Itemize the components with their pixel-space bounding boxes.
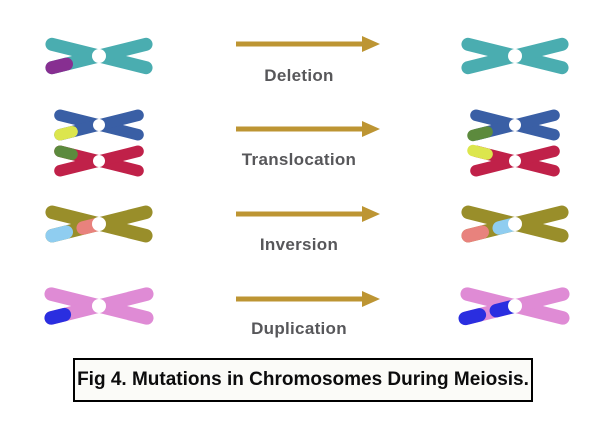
band-segment-translocation-left-2 bbox=[54, 145, 78, 161]
chromosome-deletion-left bbox=[45, 37, 153, 75]
centromere-translocation-right-1 bbox=[509, 119, 521, 131]
arrow-translocation bbox=[236, 121, 380, 137]
band-segment-inversion-left bbox=[45, 225, 74, 243]
centromere-translocation-left-1 bbox=[93, 119, 105, 131]
arrow-deletion bbox=[236, 36, 380, 52]
centromere-deletion-left bbox=[92, 49, 106, 63]
arrow-duplication bbox=[236, 291, 380, 307]
chromosome-translocation-right-1 bbox=[467, 109, 560, 142]
centromere-deletion-right bbox=[508, 49, 522, 63]
chromosome-duplication-right bbox=[458, 287, 570, 326]
chromosome-inversion-left bbox=[45, 205, 153, 243]
band-segment-inversion-right bbox=[461, 225, 490, 243]
centromere-translocation-left-2 bbox=[93, 155, 105, 167]
row-label-inversion: Inversion bbox=[259, 235, 339, 254]
chromosome-inversion-right bbox=[461, 205, 569, 243]
chromosome-duplication-left bbox=[44, 287, 154, 325]
band-segment-deletion-left bbox=[45, 57, 73, 75]
centromere-duplication-left bbox=[92, 299, 106, 313]
figure-caption: Fig 4. Mutations in Chromosomes During M… bbox=[77, 369, 529, 390]
band-segment-duplication-right bbox=[458, 308, 487, 326]
row-label-duplication: Duplication bbox=[251, 319, 347, 338]
centromere-inversion-left bbox=[92, 217, 106, 231]
row-label-deletion: Deletion bbox=[264, 66, 334, 85]
centromere-duplication-right bbox=[508, 299, 522, 313]
band-segment-translocation-right-1 bbox=[467, 126, 493, 142]
row-label-translocation: Translocation bbox=[241, 150, 357, 169]
figure-caption-box: Fig 4. Mutations in Chromosomes During M… bbox=[73, 358, 533, 402]
chromosome-translocation-right-2 bbox=[467, 144, 560, 177]
arrow-inversion bbox=[236, 206, 380, 222]
band-segment-translocation-left-1 bbox=[54, 125, 78, 141]
centromere-inversion-right bbox=[508, 217, 522, 231]
chromosome-deletion-right bbox=[461, 37, 569, 75]
band-segment-translocation-right-2 bbox=[467, 144, 493, 160]
chromosome-translocation-left-1 bbox=[54, 109, 144, 141]
chromosome-translocation-left-2 bbox=[54, 145, 144, 177]
band-segment-duplication-left bbox=[44, 307, 72, 325]
centromere-translocation-right-2 bbox=[509, 155, 521, 167]
